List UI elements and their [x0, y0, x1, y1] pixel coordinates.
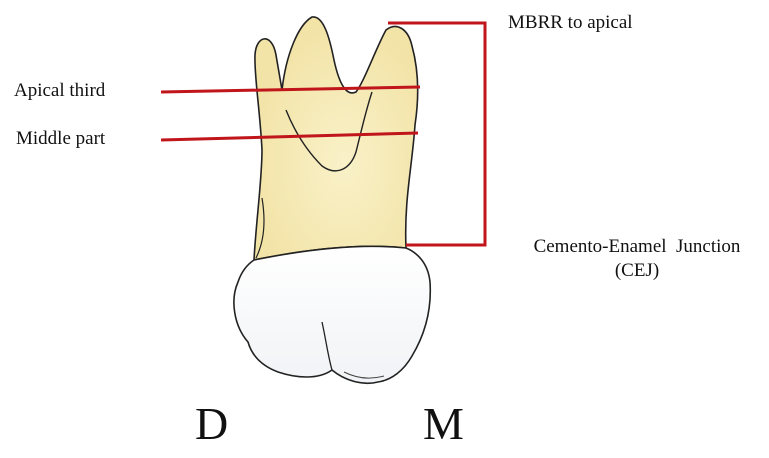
label-cej-line1: Cemento-Enamel Junction: [512, 236, 762, 258]
tooth-root: [254, 17, 418, 260]
label-apical-third: Apical third: [14, 80, 105, 102]
label-cej-line2: (CEJ): [512, 260, 762, 282]
tooth-crown: [234, 246, 430, 383]
label-mesial: M: [423, 397, 464, 450]
label-middle-part: Middle part: [16, 128, 105, 150]
label-mbrr-to-apical: MBRR to apical: [508, 12, 633, 34]
label-distal: D: [195, 397, 228, 450]
label-cej: Cemento-Enamel Junction (CEJ): [512, 236, 762, 282]
